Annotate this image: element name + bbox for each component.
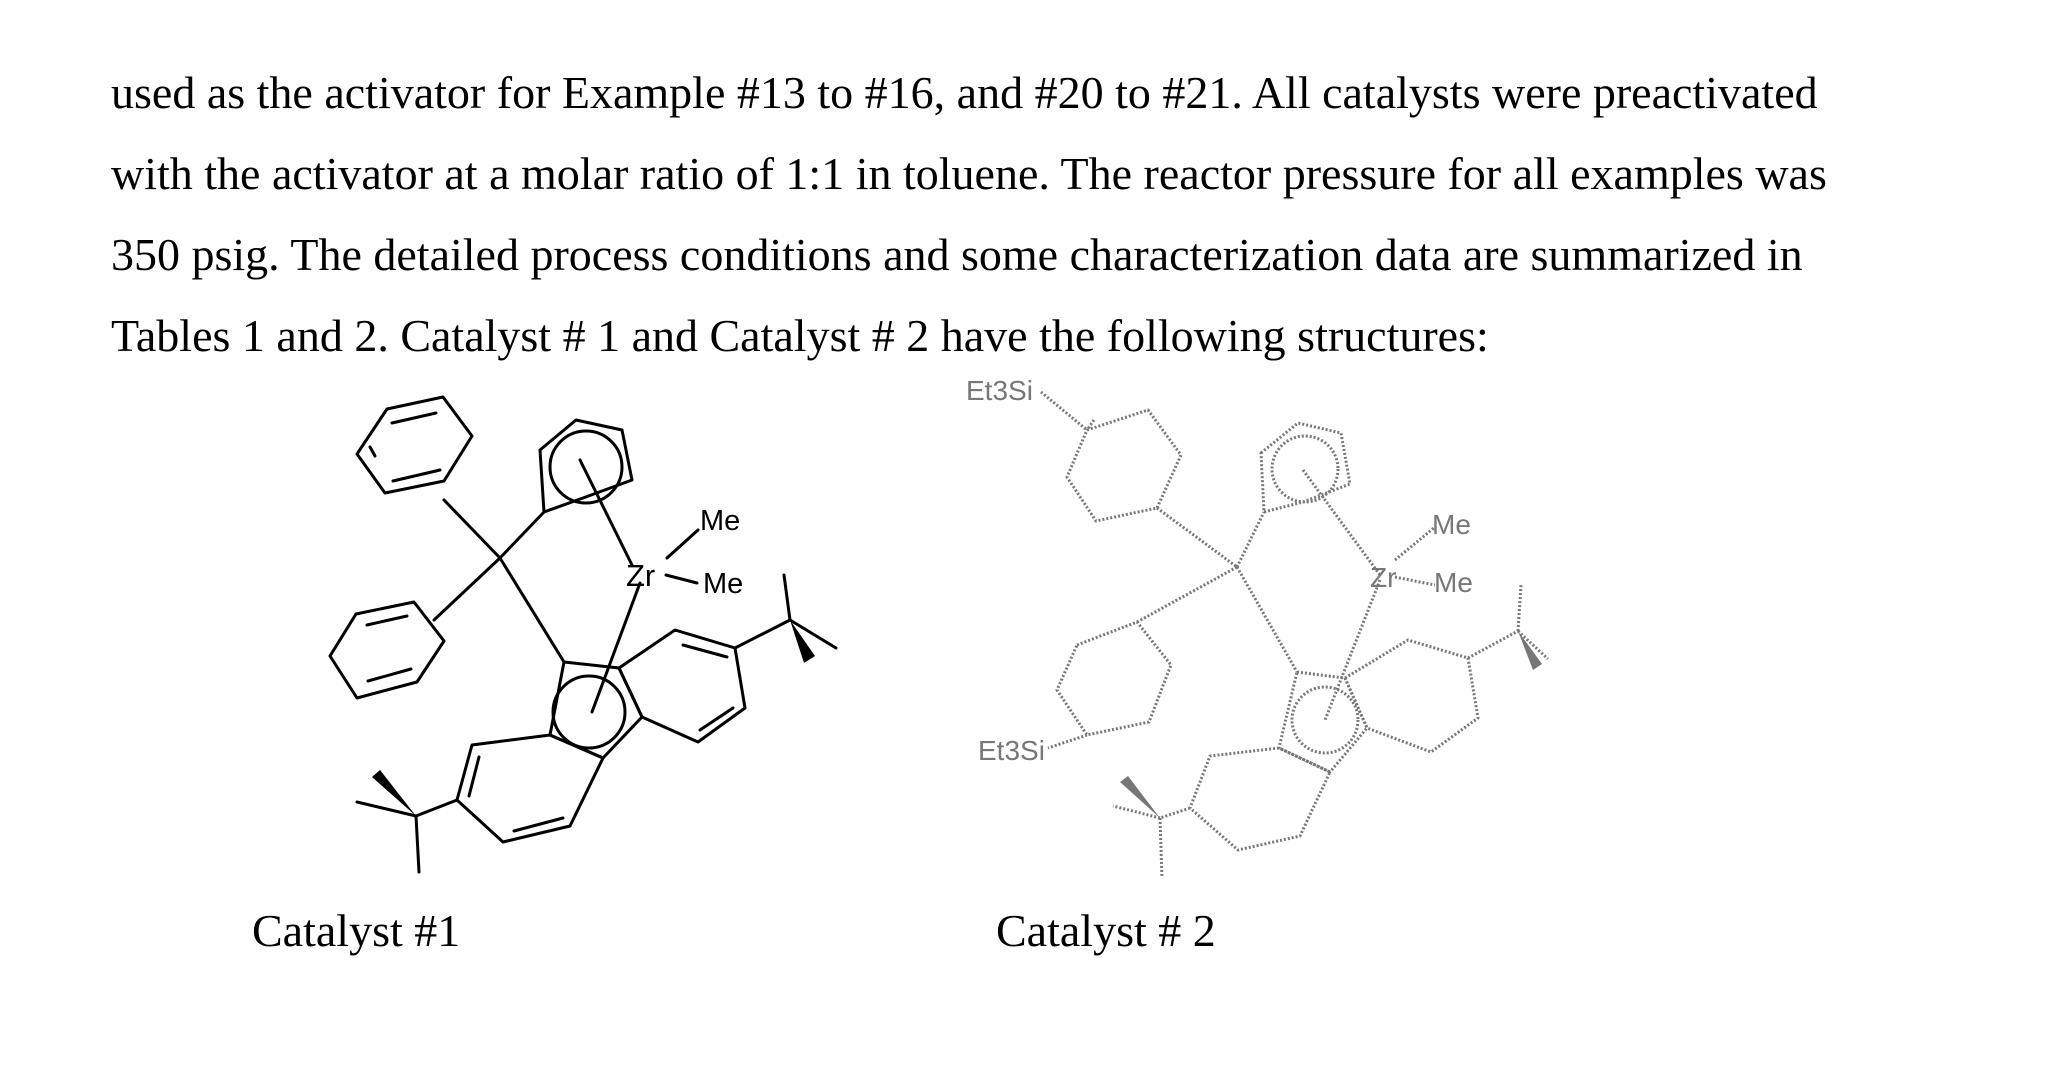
zr-label-2: Zr — [1370, 562, 1396, 593]
et3si-label-bottom: Et3Si — [978, 735, 1045, 766]
me-label-top-2: Me — [1432, 509, 1471, 540]
et3si-label-top: Et3Si — [966, 375, 1033, 406]
catalyst-2-caption: Catalyst # 2 — [996, 904, 1216, 958]
catalyst-1-caption: Catalyst #1 — [252, 904, 460, 958]
me-label-bottom-2: Me — [1434, 567, 1473, 598]
